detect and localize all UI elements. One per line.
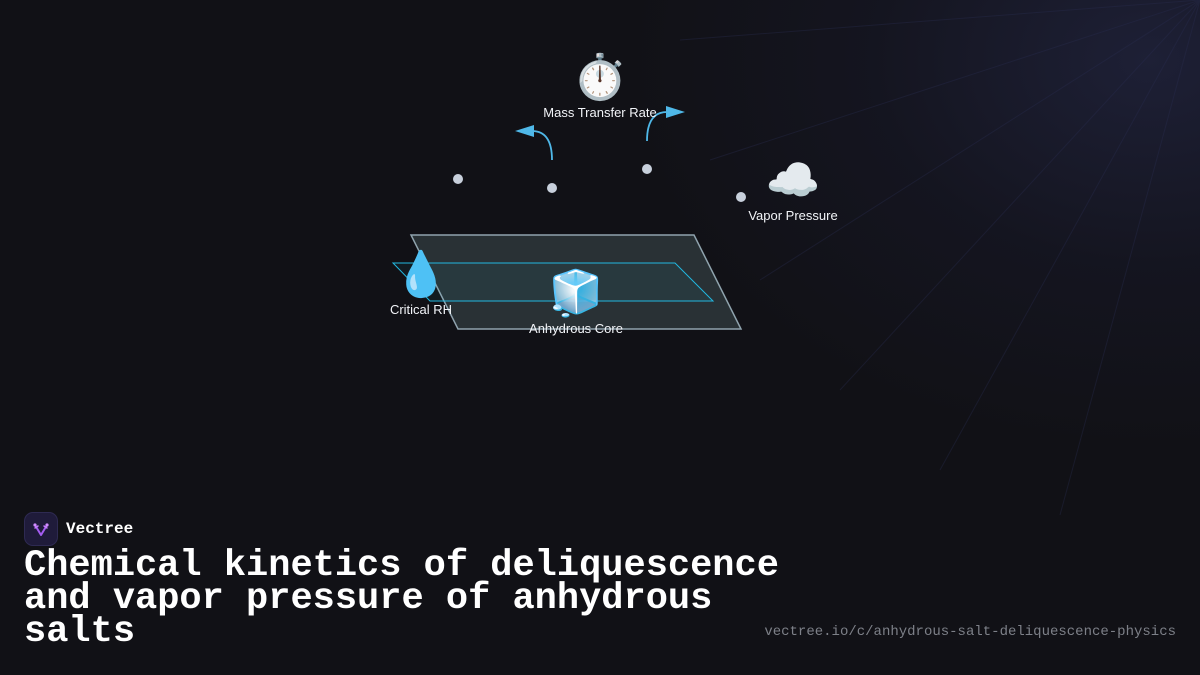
outer-plane xyxy=(409,234,743,330)
cloud-icon: ☁️ xyxy=(765,156,821,205)
node-label: Critical RH xyxy=(389,302,453,317)
node-label: Mass Transfer Rate xyxy=(543,105,657,120)
droplet-icon: 💧 xyxy=(393,250,449,299)
brand: Vectree xyxy=(24,512,133,546)
page-title: Chemical kinetics of deliquescence and v… xyxy=(24,545,779,653)
vectree-logo-icon xyxy=(24,512,58,546)
node-label: Anhydrous Core xyxy=(529,321,623,336)
node-anhydrous-core: 🧊 Anhydrous Core xyxy=(529,269,623,336)
left-arrowhead xyxy=(515,125,534,137)
node-label: Vapor Pressure xyxy=(748,208,838,223)
brand-name: Vectree xyxy=(66,520,134,538)
ice-cube-icon: 🧊 xyxy=(548,269,604,318)
node-mass-transfer-rate: ⏱️ Mass Transfer Rate xyxy=(543,53,656,120)
right-arrowhead xyxy=(666,106,685,118)
particle-dot xyxy=(547,183,557,193)
particle-dot xyxy=(453,174,463,184)
particle-dot xyxy=(736,192,746,202)
page-url: vectree.io/c/anhydrous-salt-deliquescenc… xyxy=(764,624,1176,640)
stopwatch-icon: ⏱️ xyxy=(572,53,628,102)
node-vapor-pressure: ☁️ Vapor Pressure xyxy=(748,156,837,223)
particle-dot xyxy=(642,164,652,174)
node-critical-rh: 💧 Critical RH xyxy=(390,250,452,317)
inner-plane xyxy=(391,262,715,302)
left-flow-arrow xyxy=(531,130,553,161)
right-flow-arrow xyxy=(646,111,668,142)
